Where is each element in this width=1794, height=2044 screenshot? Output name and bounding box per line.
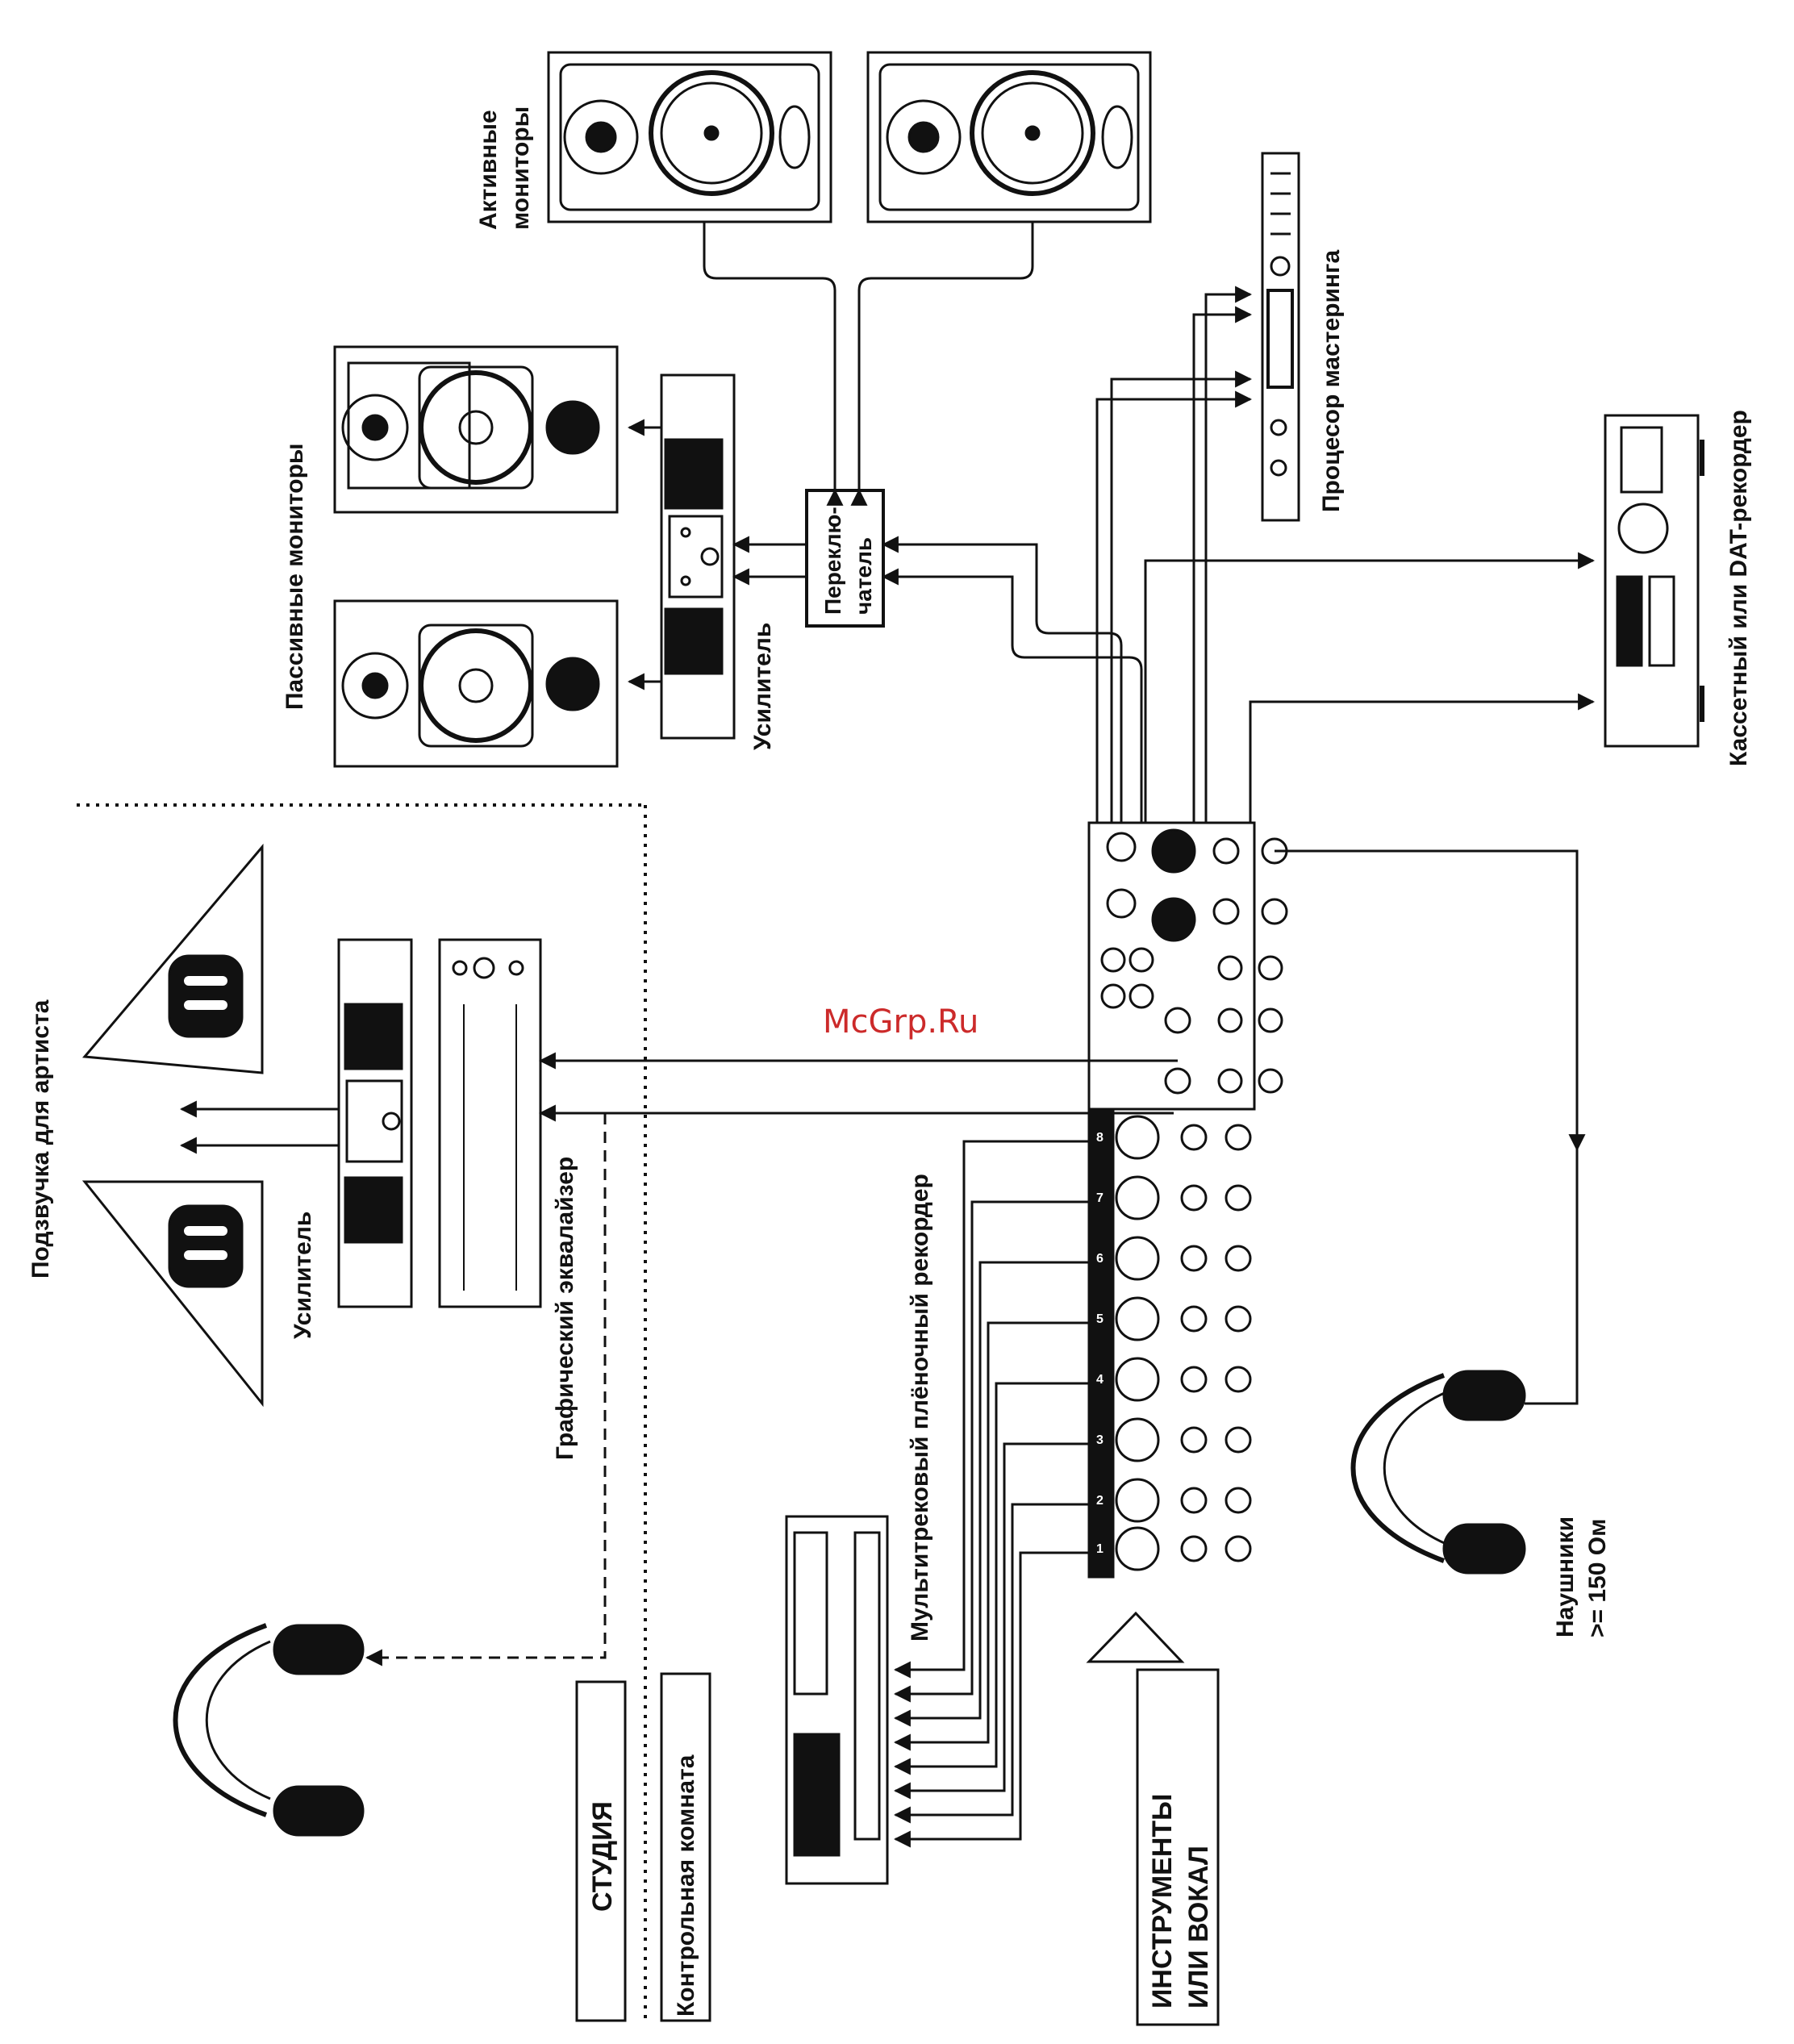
channel-number: 5 xyxy=(1096,1312,1104,1326)
label-cassette-dat: Кассетный или DAT-рекордер xyxy=(1725,410,1752,766)
channel-number: 6 xyxy=(1096,1252,1104,1266)
label-switcher-1: Переклю- xyxy=(820,507,845,615)
passive-monitors xyxy=(335,347,617,766)
label-control-room: Контрольная комната xyxy=(673,1754,699,2017)
passive-monitor-top xyxy=(335,347,617,512)
label-passive-monitors: Пассивные мониторы xyxy=(282,443,308,710)
amplifier-artist xyxy=(339,940,411,1307)
mastering-processor xyxy=(1262,153,1299,520)
channel-number: 4 xyxy=(1096,1373,1104,1387)
channel-number: 7 xyxy=(1096,1191,1104,1205)
mixer: 8 7 6 5 4 3 2 1 xyxy=(1089,823,1287,1577)
instruments-arrow xyxy=(1089,1613,1182,1662)
cable-mixer-headphones xyxy=(1275,851,1577,1404)
label-active-monitors-1: Активные xyxy=(475,110,502,230)
cable-mastering-return-2 xyxy=(1206,294,1250,823)
label-instruments-1: ИНСТРУМЕНТЫ xyxy=(1147,1794,1178,2009)
multitrack-recorder xyxy=(786,1516,887,1883)
amplifier-main xyxy=(661,375,734,738)
cassette-dat-recorder xyxy=(1605,415,1702,746)
headphones-right xyxy=(1354,1371,1525,1573)
artist-wedges xyxy=(85,847,262,1404)
cable-mixer-recorder-2 xyxy=(1250,702,1593,823)
wedge-bottom xyxy=(85,1182,262,1404)
label-mastering-processor: Процесор мастеринга xyxy=(1318,249,1345,512)
label-amplifier-artist: Усилитель xyxy=(290,1212,316,1339)
cable-mixer-switcher-2 xyxy=(883,577,1141,823)
channel-number: 8 xyxy=(1096,1131,1104,1145)
label-headphones-2: >= 150 Ом xyxy=(1584,1519,1611,1637)
label-multitrack: Мультитрековый плёночный рекордер xyxy=(907,1174,933,1641)
watermark: McGrp.Ru xyxy=(823,1003,978,1041)
cable-mixer-recorder-1 xyxy=(1145,561,1593,823)
channel-number: 2 xyxy=(1096,1494,1104,1508)
active-monitors xyxy=(549,52,1150,222)
label-switcher-2: чатель xyxy=(851,537,876,615)
channel-number: 1 xyxy=(1096,1542,1104,1556)
cable-mixer-switcher-1 xyxy=(883,544,1121,823)
active-monitor-left xyxy=(549,52,831,222)
label-active-monitors-2: мониторы xyxy=(507,106,534,230)
label-headphones-1: Наушники xyxy=(1552,1516,1579,1637)
cable-switcher-active-right xyxy=(859,222,1033,490)
graphic-equalizer xyxy=(440,940,540,1307)
label-graphic-eq: Графический эквалайзер xyxy=(552,1157,578,1460)
label-amplifier-main: Усилитель xyxy=(749,623,776,750)
headphones-left xyxy=(176,1625,364,1835)
cable-mastering-return-1 xyxy=(1194,315,1250,823)
cable-mixer-mastering-2 xyxy=(1112,379,1250,823)
wedge-top xyxy=(85,847,262,1073)
label-artist-monitoring: Подзвучка для артиста xyxy=(27,999,54,1279)
mixer-channel-strips xyxy=(1116,1116,1250,1570)
passive-monitor-bottom xyxy=(335,601,617,766)
channel-number: 3 xyxy=(1096,1433,1104,1447)
active-monitor-right xyxy=(868,52,1150,222)
label-studio: СТУДИЯ xyxy=(587,1801,618,1912)
label-instruments-2: ИЛИ ВОКАЛ xyxy=(1183,1846,1214,2009)
